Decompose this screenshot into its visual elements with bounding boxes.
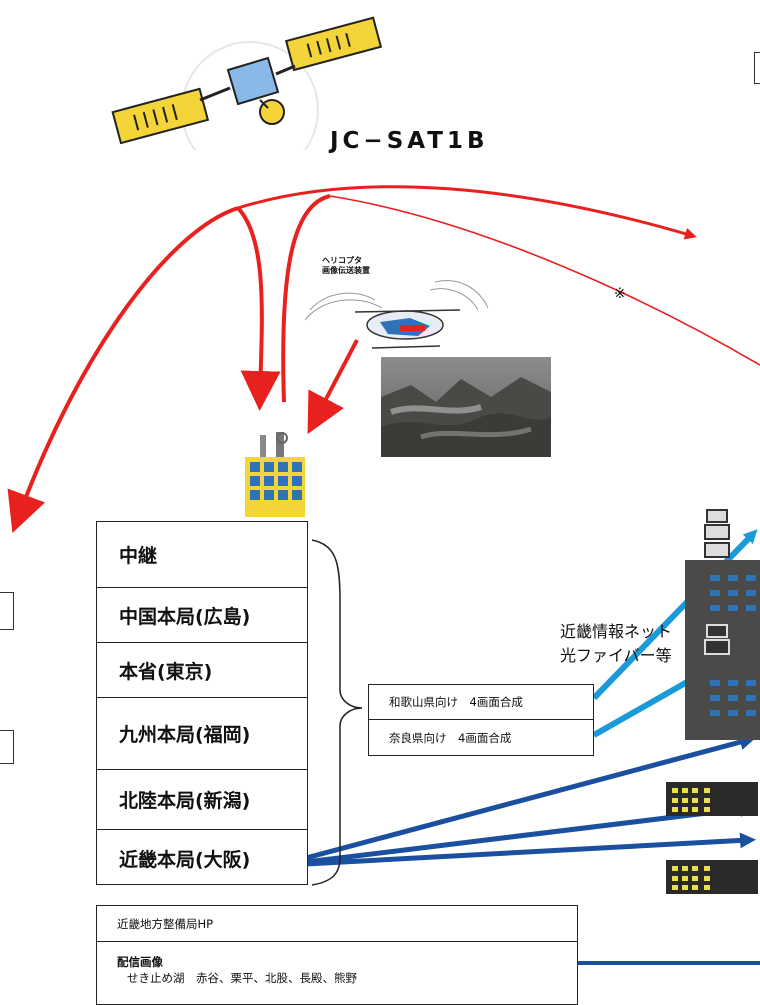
source-hokuriku: 北陸本局(新潟): [97, 770, 307, 830]
source-label: 本省(東京): [119, 660, 213, 683]
sources-bracket: [311, 539, 363, 886]
hp-subtitle: 配信画像: [117, 955, 163, 969]
edge-box-left-1: [0, 592, 14, 630]
source-label: 近畿本局(大阪): [119, 848, 251, 871]
prefecture-building-icon: [685, 509, 760, 740]
source-kinki: 近畿本局(大阪): [97, 830, 307, 886]
hp-detail-area: 配信画像 せき止め湖 赤谷、栗平、北股、長殿、熊野: [97, 942, 577, 986]
helicopter-to-relay-arrow: [307, 339, 359, 435]
satellite-to-relay-arrow-1: [236, 206, 281, 411]
source-label: 北陸本局(新潟): [119, 790, 251, 812]
source-list: 中継 中国本局(広島) 本省(東京) 九州本局(福岡) 北陸本局(新潟) 近畿本…: [96, 521, 308, 885]
hp-box: 近畿地方整備局HP 配信画像 せき止め湖 赤谷、栗平、北股、長殿、熊野: [96, 905, 578, 1005]
aerial-photo: [381, 357, 551, 457]
osaka-link-arrow-3: [305, 832, 756, 867]
source-chugoku: 中国本局(広島): [97, 588, 307, 643]
office-building-icon-1: [666, 782, 758, 816]
source-relay: 中継: [97, 522, 307, 588]
hp-title: 近畿地方整備局HP: [97, 906, 577, 942]
satellite-name: JC−SAT1B: [330, 128, 489, 154]
satellite-icon: [111, 16, 383, 150]
composition-box: 和歌山県向け 4画面合成 奈良県向け 4画面合成: [368, 684, 594, 756]
hp-detail: せき止め湖 赤谷、栗平、北股、長殿、熊野: [127, 971, 357, 985]
helicopter-label: ヘリコプタ 画像伝送装置: [322, 256, 370, 276]
relay-building-icon: [245, 432, 305, 517]
satellite-to-relay-arrow-2: [281, 194, 331, 403]
note-mark: ※: [614, 286, 626, 302]
network-label: 近畿情報ネット 光ファイバー等: [560, 620, 672, 668]
satellite-to-right-arrow: [237, 185, 697, 240]
satellite-to-left-arrow: [7, 206, 239, 534]
source-label: 九州本局(福岡): [119, 724, 251, 746]
edge-box-left-2: [0, 730, 14, 764]
source-ministry: 本省(東京): [97, 643, 307, 698]
helicopter-label-line2: 画像伝送装置: [322, 266, 370, 275]
helicopter-label-line1: ヘリコプタ: [322, 256, 362, 265]
source-kyushu: 九州本局(福岡): [97, 698, 307, 770]
satellite-to-lower-right-link: [329, 195, 760, 367]
edge-box-top: [754, 52, 760, 84]
source-label: 中継: [119, 545, 158, 567]
composition-wakayama: 和歌山県向け 4画面合成: [369, 685, 593, 720]
helicopter-icon: [304, 280, 489, 349]
source-label: 中国本局(広島): [119, 605, 251, 628]
network-label-line1: 近畿情報ネット: [560, 622, 673, 641]
office-building-icon-2: [666, 860, 758, 894]
osaka-link-arrow-1: [305, 734, 756, 861]
composition-nara: 奈良県向け 4画面合成: [389, 730, 512, 745]
osaka-link-arrow-2: [305, 801, 756, 865]
network-label-line2: 光ファイバー等: [560, 646, 672, 665]
